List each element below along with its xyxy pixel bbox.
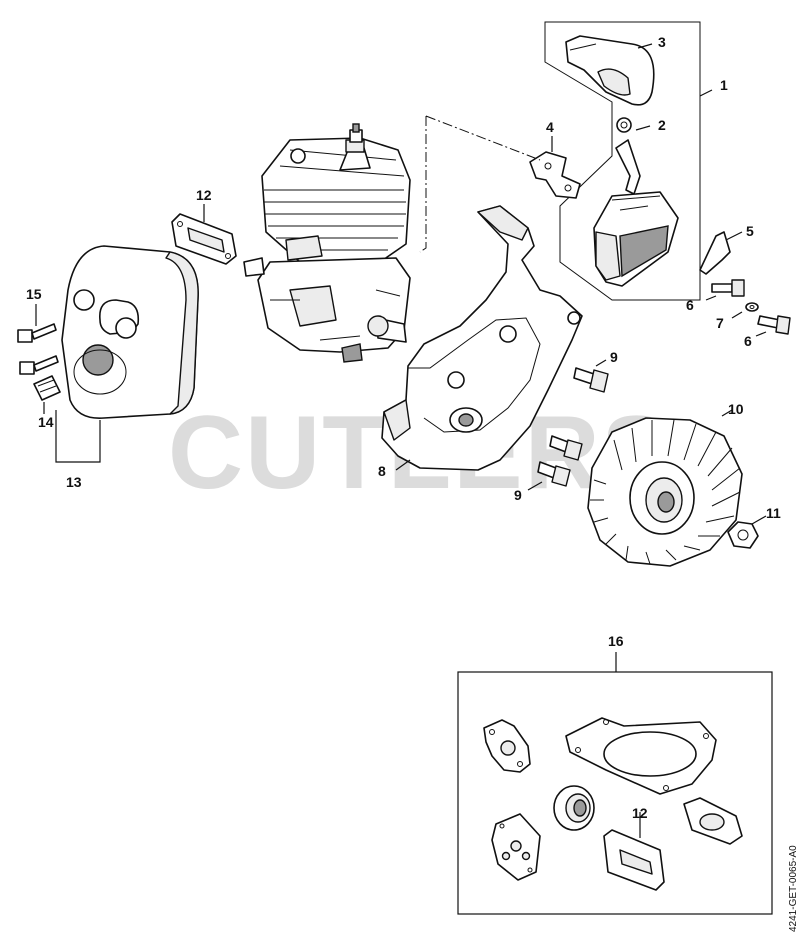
drawing-code: 4241-GET-0065-A0 xyxy=(788,845,799,932)
carburetor-gasket-part[interactable] xyxy=(483,719,531,773)
housing-screw-upper[interactable] xyxy=(573,367,609,393)
muffler-screw-upper[interactable] xyxy=(17,323,57,343)
ignition-screw-upper[interactable] xyxy=(711,279,745,297)
intake-gasket-part[interactable] xyxy=(491,813,541,881)
callout-3: 3 xyxy=(658,34,666,50)
ignition-group-outline xyxy=(544,21,701,301)
leader-lines xyxy=(35,43,767,838)
callout-9-lower: 9 xyxy=(514,487,522,503)
callout-10: 10 xyxy=(728,401,744,417)
ignition-cover-part[interactable] xyxy=(565,35,655,106)
assembly-line xyxy=(419,115,541,253)
callout-9-upper: 9 xyxy=(610,349,618,365)
muffler-gasket-part[interactable] xyxy=(683,797,743,845)
housing-screw-middle[interactable] xyxy=(549,435,583,461)
housing-screw-lower[interactable] xyxy=(537,461,571,487)
callout-5: 5 xyxy=(746,223,754,239)
callout-6-upper: 6 xyxy=(686,297,694,313)
flywheel-part[interactable] xyxy=(587,417,743,567)
muffler-part[interactable] xyxy=(61,245,199,419)
callout-12: 12 xyxy=(196,187,212,203)
ignition-screw-lower[interactable] xyxy=(757,315,791,335)
callout-16: 16 xyxy=(608,633,624,649)
exhaust-gasket-set-part[interactable] xyxy=(603,829,665,891)
callout-7: 7 xyxy=(716,315,724,331)
ignition-module-part[interactable] xyxy=(593,191,679,287)
fan-housing-part[interactable] xyxy=(381,205,583,471)
exhaust-gasket-part[interactable] xyxy=(171,213,237,265)
callout-6-lower: 6 xyxy=(744,333,752,349)
callout-1: 1 xyxy=(720,77,728,93)
callout-8: 8 xyxy=(378,463,386,479)
callout-12-gasket-set: 12 xyxy=(632,805,648,821)
flywheel-nut-part[interactable] xyxy=(727,521,759,549)
callout-13: 13 xyxy=(66,474,82,490)
cylinder-base-gasket-part[interactable] xyxy=(565,717,717,795)
callout-14: 14 xyxy=(38,414,54,430)
callout-2: 2 xyxy=(658,117,666,133)
callout-4: 4 xyxy=(546,119,554,135)
muffler-screw-lower[interactable] xyxy=(19,355,59,375)
cylinder-part[interactable] xyxy=(243,123,411,363)
spring-clip-part[interactable] xyxy=(699,231,731,275)
muffler-sleeve-part[interactable] xyxy=(33,375,61,401)
oil-seal-part[interactable] xyxy=(553,785,595,831)
bracket-part[interactable] xyxy=(529,151,581,199)
callout-15: 15 xyxy=(26,286,42,302)
callout-11: 11 xyxy=(766,505,781,521)
gasket-set-box xyxy=(457,671,773,915)
washer-part[interactable] xyxy=(745,302,759,312)
